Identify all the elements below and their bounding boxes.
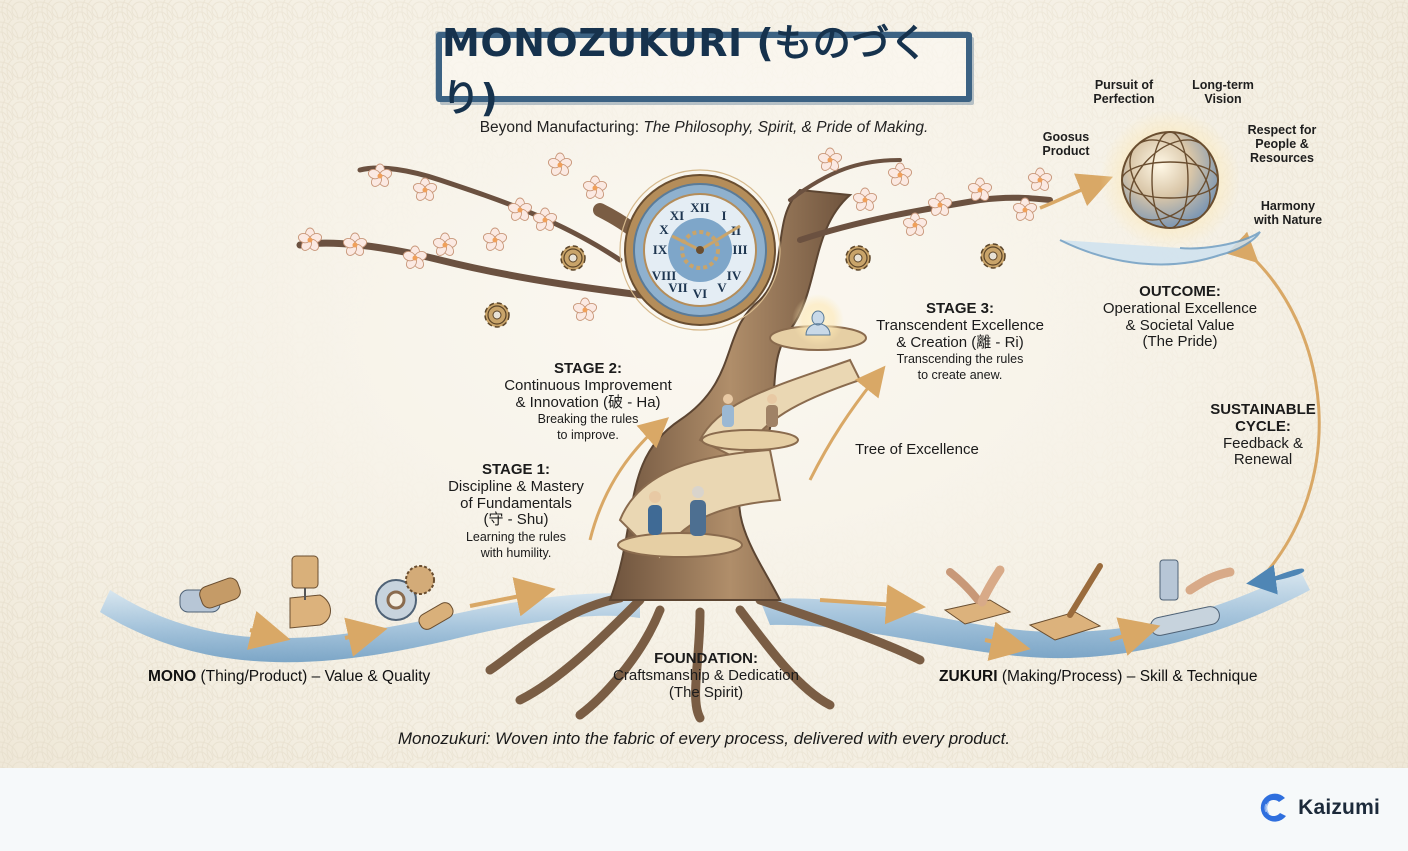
outcome-label: OUTCOME: Operational Excellence & Societ… bbox=[1102, 283, 1258, 351]
svg-text:IV: IV bbox=[727, 268, 742, 283]
svg-text:XI: XI bbox=[670, 208, 684, 223]
brand-name: Kaizumi bbox=[1298, 796, 1380, 819]
stage-2-label: STAGE 2: Continuous Improvement & Innova… bbox=[504, 360, 672, 442]
stage-1-label: STAGE 1: Discipline & Mastery of Fundame… bbox=[448, 461, 584, 560]
tagline: Monozukuri: Woven into the fabric of eve… bbox=[397, 729, 1011, 748]
svg-text:II: II bbox=[731, 223, 741, 238]
zukuri-label: ZUKURI (Making/Process) – Skill & Techni… bbox=[939, 668, 1258, 685]
page-title: MONOZUKURI (ものづくり) bbox=[442, 21, 929, 120]
subtitle: Beyond Manufacturing: The Philosophy, Sp… bbox=[0, 119, 1408, 137]
sustainable-cycle-label: SUSTAINABLE CYCLE: Feedback & Renewal bbox=[1210, 401, 1316, 469]
kaizumi-logo-icon bbox=[1260, 793, 1287, 822]
subtitle-emphasis: The Philosophy, Spirit, & Pride of Makin… bbox=[643, 119, 929, 136]
svg-text:IX: IX bbox=[653, 242, 668, 257]
svg-text:I: I bbox=[721, 208, 726, 223]
svg-text:III: III bbox=[732, 242, 747, 257]
svg-text:X: X bbox=[659, 222, 669, 237]
stage-3-label: STAGE 3: Transcendent Excellence & Creat… bbox=[876, 300, 1044, 382]
title-frame: MONOZUKURI (ものづくり) bbox=[436, 21, 972, 120]
brand-logo[interactable]: Kaizumi bbox=[1256, 790, 1380, 826]
svg-text:V: V bbox=[717, 280, 727, 295]
svg-text:VIII: VIII bbox=[652, 268, 677, 283]
subtitle-prefix: Beyond Manufacturing: bbox=[479, 119, 644, 136]
svg-text:VI: VI bbox=[693, 286, 707, 301]
foundation-label: FOUNDATION: Craftsmanship & Dedication (… bbox=[613, 650, 799, 701]
tree-of-excellence-label: Tree of Excellence bbox=[855, 441, 979, 458]
svg-text:XII: XII bbox=[690, 200, 710, 215]
mono-label: MONO (Thing/Product) – Value & Quality bbox=[148, 668, 431, 685]
footer: Kaizumi bbox=[0, 768, 1408, 851]
svg-text:VII: VII bbox=[668, 280, 688, 295]
